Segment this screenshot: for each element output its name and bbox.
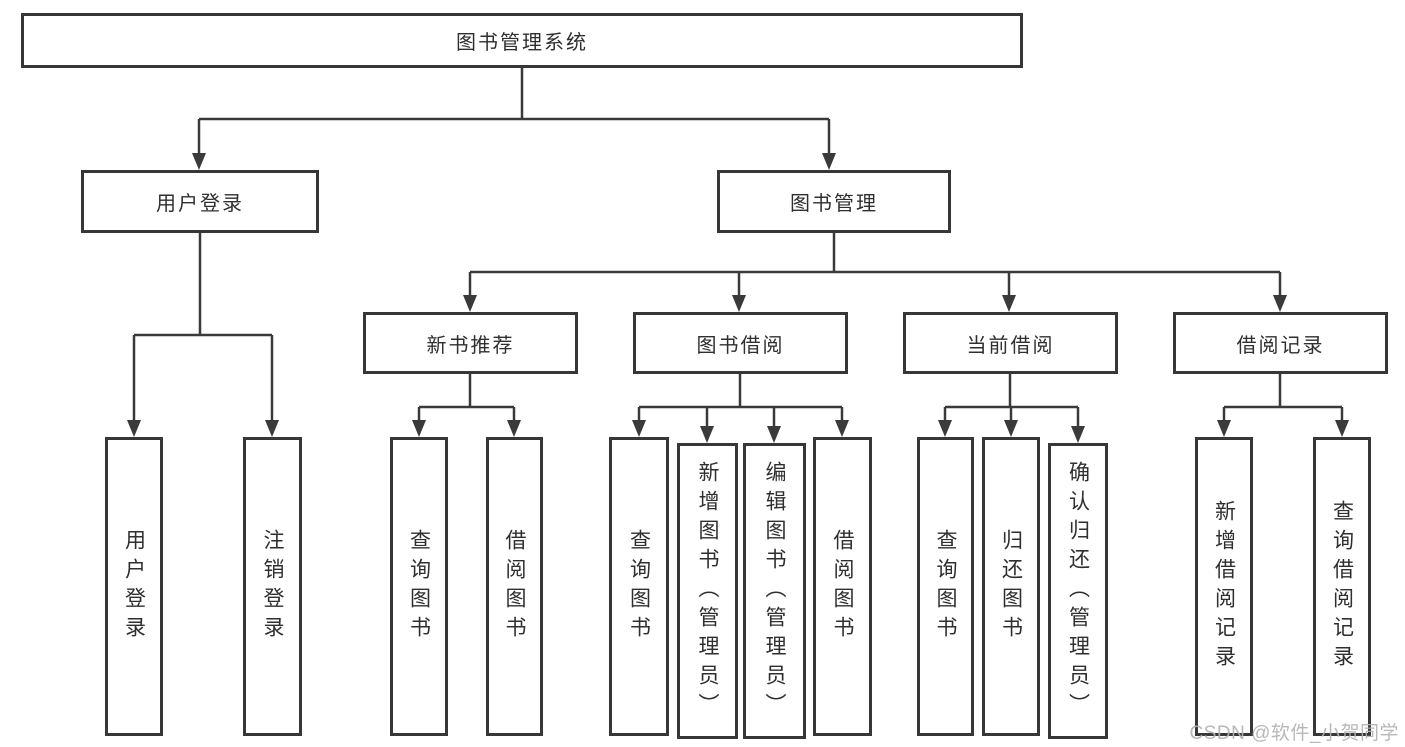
node-edit-books-admin: 编辑图书（管理员）: [743, 443, 806, 739]
node-borrow-books-leaf: 借阅图书: [813, 437, 872, 736]
node-query-borrow-record: 查询借阅记录: [1313, 437, 1371, 736]
node-borrow-books-recommend: 借阅图书: [486, 437, 543, 736]
node-library-management-system: 图书管理系统: [21, 13, 1023, 68]
node-borrowing-records: 借阅记录: [1173, 312, 1388, 374]
node-new-book-recommendation: 新书推荐: [363, 312, 578, 374]
node-return-books: 归还图书: [982, 437, 1040, 736]
node-book-management-branch: 图书管理: [717, 170, 951, 233]
node-current-borrowing: 当前借阅: [903, 312, 1118, 374]
csdn-watermark: CSDN @软件_小贺同学: [1189, 723, 1399, 744]
node-user-login-leaf: 用户登录: [105, 437, 163, 736]
node-query-books-current: 查询图书: [917, 437, 974, 736]
node-add-borrow-record: 新增借阅记录: [1195, 437, 1253, 736]
node-logout-leaf: 注销登录: [243, 437, 302, 736]
node-query-books-borrowing: 查询图书: [609, 437, 669, 736]
node-user-login-branch: 用户登录: [81, 170, 319, 233]
node-book-borrowing: 图书借阅: [633, 312, 848, 374]
node-add-books-admin: 新增图书（管理员）: [677, 443, 738, 739]
node-query-books-recommend: 查询图书: [390, 437, 448, 736]
node-confirm-return-admin: 确认归还（管理员）: [1048, 443, 1108, 739]
